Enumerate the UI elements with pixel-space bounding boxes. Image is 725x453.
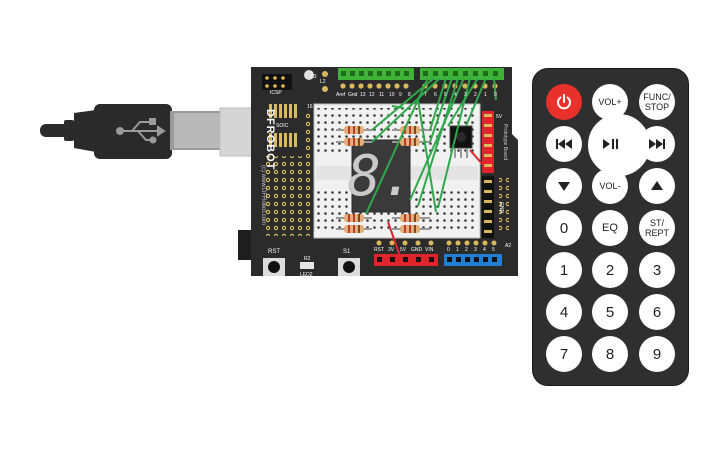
- pin-label: 2: [465, 247, 468, 253]
- pin-label: 1: [484, 92, 487, 98]
- sub-label: L3: [311, 74, 317, 80]
- pin-label: GND: [411, 247, 423, 253]
- vol-up-button[interactable]: VOL+: [592, 84, 628, 120]
- icsp-label: ICSP: [270, 90, 282, 96]
- pin-label: 3: [474, 247, 477, 253]
- brand-label: DFROBOT: [264, 109, 276, 171]
- eq-button[interactable]: EQ: [592, 210, 628, 246]
- play-pause-button[interactable]: [592, 126, 628, 162]
- down-button[interactable]: [546, 168, 582, 204]
- up-button[interactable]: [639, 168, 675, 204]
- pin-label: 5V: [400, 247, 407, 253]
- pin-label: 10: [389, 92, 395, 98]
- usb-cable: [40, 104, 255, 159]
- pin-label: 11: [379, 92, 385, 98]
- pin-label: RST: [374, 247, 384, 253]
- pin-label: 0: [494, 92, 497, 98]
- pin-label: 8: [408, 92, 411, 98]
- func-stop-button[interactable]: FUNC/STOP: [639, 84, 675, 120]
- display-digit: 8.: [347, 143, 415, 209]
- digital-header-labels: Aref Gnd 13 12 11 10 9 8 7 6 5 4 3 2 1 0: [336, 92, 504, 100]
- led2: [300, 262, 314, 269]
- resistor: [336, 214, 372, 222]
- sub-label: A2: [505, 243, 512, 249]
- gnd-label: GND: [498, 202, 504, 214]
- usb-icon: [116, 118, 166, 144]
- resistor: [336, 126, 372, 134]
- pin-label: VIN: [425, 247, 434, 253]
- dc-jack: [238, 230, 252, 260]
- play-pause-icon: [601, 138, 619, 150]
- pin-label: 1: [456, 247, 459, 253]
- pin-label: 3V: [388, 247, 395, 253]
- power-button[interactable]: [546, 84, 582, 120]
- power-header-labels: RST 3V 5V GND VIN: [374, 247, 440, 255]
- sub-label: 14: [313, 232, 319, 238]
- ir-receiver: [449, 125, 473, 158]
- red-wires: [387, 149, 485, 257]
- pin-label: 3: [464, 92, 467, 98]
- next-button[interactable]: [639, 126, 675, 162]
- sub-label: R2: [304, 256, 311, 262]
- next-icon: [648, 138, 666, 150]
- seven-segment-display: [351, 139, 411, 213]
- pin-label: Gnd: [348, 92, 358, 98]
- s1-label: S1: [343, 249, 351, 255]
- resistor: [392, 138, 430, 146]
- sub-label: 16: [307, 104, 313, 110]
- power-icon: [555, 93, 573, 111]
- pin-label: 6: [434, 92, 437, 98]
- resistor-group: [336, 126, 430, 233]
- resistor: [336, 225, 372, 233]
- vcc-label: 5V: [496, 114, 503, 120]
- resistor: [392, 214, 430, 222]
- down-arrow-icon: [557, 180, 571, 192]
- pin-label: 5: [444, 92, 447, 98]
- pin-label: 4: [454, 92, 457, 98]
- pin-label: 12: [369, 92, 375, 98]
- digit-1-button[interactable]: 1: [546, 252, 582, 288]
- digit-2-button[interactable]: 2: [592, 252, 628, 288]
- vol-down-button[interactable]: VOL-: [592, 168, 628, 204]
- resistor: [336, 138, 372, 146]
- prev-button[interactable]: [546, 126, 582, 162]
- sub-label: L2: [320, 79, 326, 85]
- up-arrow-icon: [650, 180, 664, 192]
- digit-7-button[interactable]: 7: [546, 336, 582, 372]
- rst-button[interactable]: [263, 258, 285, 276]
- pin-label: 4: [483, 247, 486, 253]
- prev-icon: [555, 138, 573, 150]
- led2-label: LED2: [300, 272, 313, 278]
- digit-9-button[interactable]: 9: [639, 336, 675, 372]
- digit-0-button[interactable]: 0: [546, 210, 582, 246]
- s1-button[interactable]: [338, 258, 360, 276]
- pin-label: Aref: [336, 92, 346, 98]
- website-label: (c) www.DFRobot.com: [260, 165, 266, 226]
- pin-label: 9: [399, 92, 402, 98]
- digit-4-button[interactable]: 4: [546, 294, 582, 330]
- pin-label: 13: [360, 92, 366, 98]
- digit-5-button[interactable]: 5: [592, 294, 628, 330]
- pin-label: 5: [492, 247, 495, 253]
- digit-3-button[interactable]: 3: [639, 252, 675, 288]
- prototype-label: Prototype Board: [502, 124, 508, 161]
- resistor: [392, 225, 430, 233]
- digit-6-button[interactable]: 6: [639, 294, 675, 330]
- digit-8-button[interactable]: 8: [592, 336, 628, 372]
- green-wires: [365, 77, 497, 215]
- analog-header-labels: 0 1 2 3 4 5: [446, 247, 504, 255]
- rst-label: RST: [268, 249, 280, 255]
- pin-label: 0: [447, 247, 450, 253]
- soic-label: SOIC: [276, 123, 289, 129]
- pin-label: 7: [424, 92, 427, 98]
- pin-label: 2: [474, 92, 477, 98]
- st-rept-button[interactable]: ST/REPT: [639, 210, 675, 246]
